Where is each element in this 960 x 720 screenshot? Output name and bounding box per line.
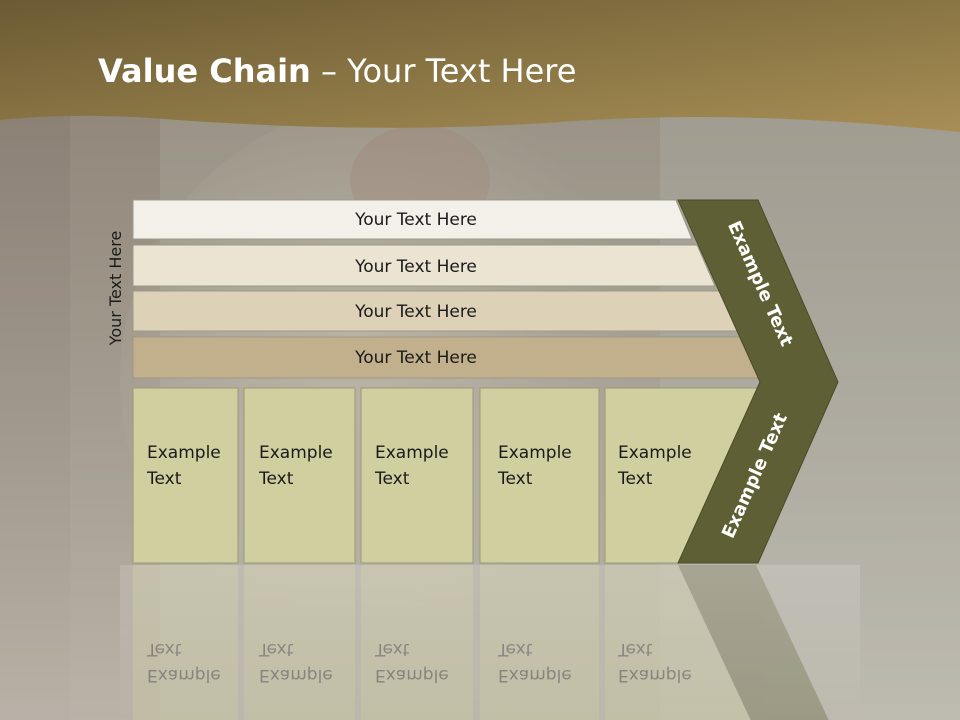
support-activities: Your Text Here Your Text Here Your Text … — [132, 199, 763, 379]
box-2-line1: Example — [259, 443, 333, 463]
box-2-line2: Text — [258, 469, 294, 489]
bar-4-label: Your Text Here — [354, 348, 477, 368]
bar-1-label: Your Text Here — [354, 210, 477, 230]
box-1-line1: Example — [147, 443, 221, 463]
title-bold: Value Chain — [98, 52, 311, 90]
box-4-line1: Example — [498, 443, 572, 463]
box-5-line2: Text — [617, 469, 653, 489]
bar-1 — [132, 199, 693, 240]
box-5-line1: Example — [618, 443, 692, 463]
bar-2-label: Your Text Here — [354, 257, 477, 277]
slide-title: Value Chain – Your Text Here — [98, 52, 576, 90]
box-3-line2: Text — [374, 469, 410, 489]
box-1 — [132, 387, 239, 564]
box-2 — [243, 387, 356, 564]
box-4-line2: Text — [497, 469, 533, 489]
box-3-line1: Example — [375, 443, 449, 463]
chevron-shape — [677, 199, 839, 564]
bar-2 — [132, 244, 716, 287]
title-rest: – Your Text Here — [310, 52, 577, 90]
primary-activities: Example Text Example Text Example Text E… — [132, 387, 761, 564]
box-4 — [479, 387, 600, 564]
bar-3-label: Your Text Here — [354, 302, 477, 322]
box-1-line2: Text — [146, 469, 182, 489]
box-3 — [360, 387, 474, 564]
